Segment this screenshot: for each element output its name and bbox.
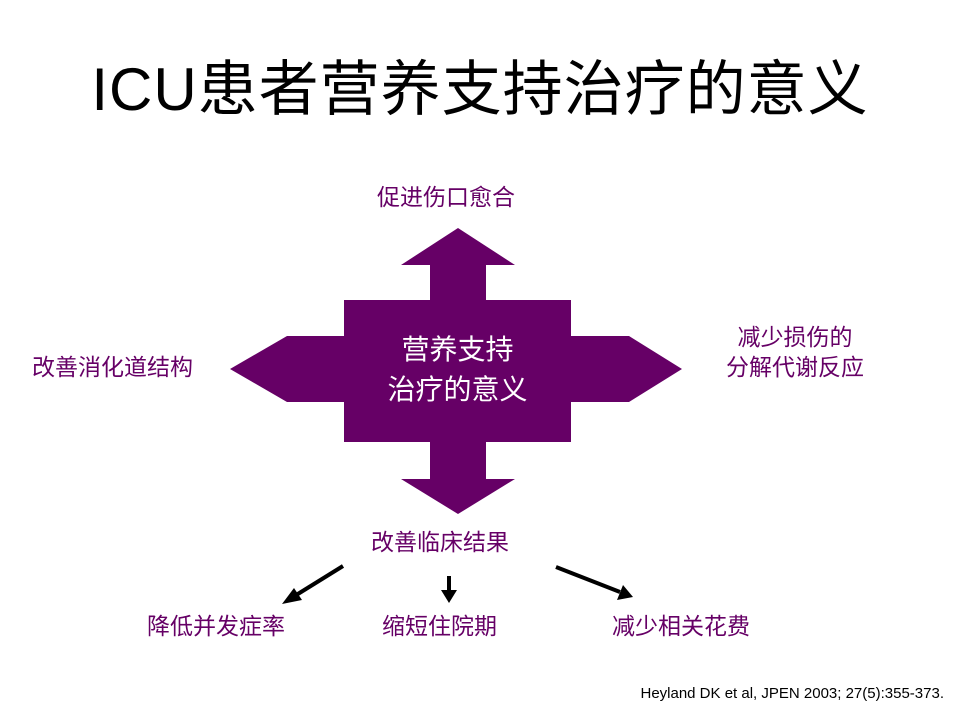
arrow-to-costs: [555, 565, 633, 600]
citation: Heyland DK et al, JPEN 2003; 27(5):355-3…: [640, 685, 944, 702]
label-wound-healing: 促进伤口愈合: [377, 185, 515, 211]
label-hospital-stay: 缩短住院期: [382, 614, 497, 640]
label-costs: 减少相关花费: [612, 614, 750, 640]
center-label-line2: 治疗的意义: [387, 373, 528, 406]
arrow-to-hospital-stay: [441, 576, 457, 603]
arrow-to-complications: [282, 564, 345, 604]
label-clinical-outcome: 改善临床结果: [371, 530, 509, 556]
label-gut-structure: 改善消化道结构: [32, 355, 193, 381]
slide-title: ICU患者营养支持治疗的意义: [91, 56, 869, 123]
label-catabolic-line2: 分解代谢反应: [726, 355, 864, 381]
center-box-label: 营养支持 治疗的意义: [344, 330, 571, 410]
label-catabolic-line1: 减少损伤的: [737, 325, 853, 351]
label-catabolic-response: 减少损伤的 分解代谢反应: [700, 323, 890, 383]
center-label-line1: 营养支持: [401, 333, 514, 366]
label-complication-rate: 降低并发症率: [147, 614, 285, 640]
four-way-arrow-shape: [230, 228, 682, 514]
